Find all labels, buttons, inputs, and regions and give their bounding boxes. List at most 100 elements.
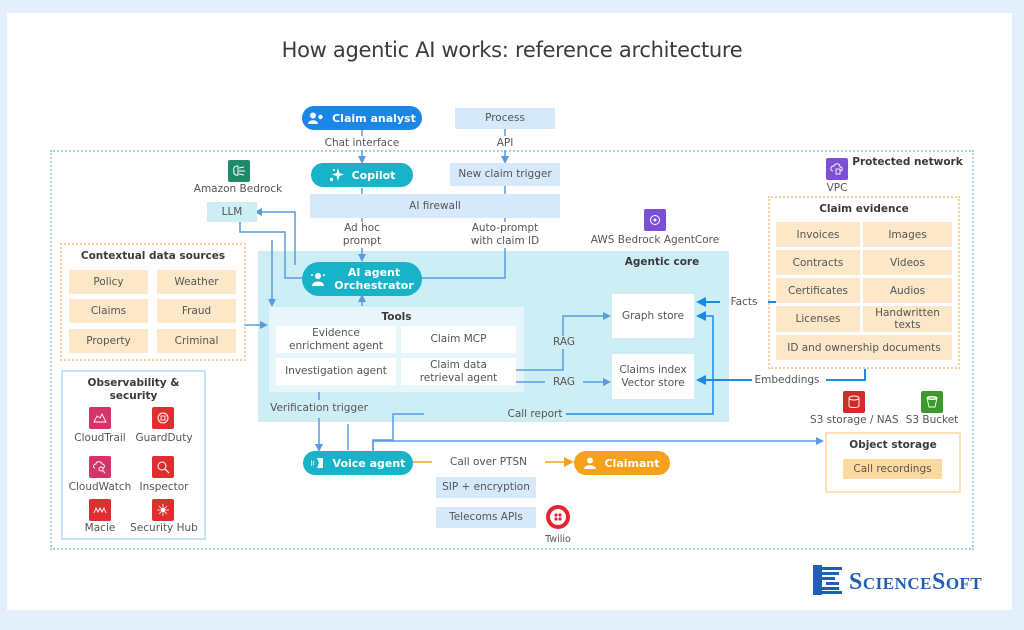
context-item-weather[interactable]: Weather — [157, 270, 236, 294]
macie-label: Macie — [84, 522, 116, 534]
twilio-icon — [546, 505, 570, 529]
sip-label: SIP + encryption — [442, 481, 530, 493]
evidence-item-label: ID and ownership documents — [787, 341, 941, 354]
agentcore-label: AWS Bedrock AgentCore — [590, 234, 720, 246]
voice-agent-pill[interactable]: Voice agent — [303, 451, 413, 475]
evidence-item-audios[interactable]: Audios — [863, 278, 952, 303]
llm-box[interactable]: LLM — [207, 202, 257, 222]
vector-store-label: Vector store — [621, 376, 685, 389]
call-over-ptsn-label: Call over PTSN — [450, 456, 527, 468]
evidence-item-label: Videos — [890, 256, 925, 269]
embeddings-label: Embeddings — [754, 374, 820, 386]
evidence-item-label: Contracts — [792, 256, 844, 269]
context-item-property[interactable]: Property — [69, 329, 148, 353]
tool-claim-mcp[interactable]: Claim MCP — [401, 326, 516, 353]
context-item-fraud[interactable]: Fraud — [157, 299, 236, 323]
evidence-item-videos[interactable]: Videos — [863, 250, 952, 275]
amazon-bedrock-icon — [228, 160, 250, 182]
tool-label: Investigation agent — [285, 365, 387, 377]
protected-network-label: Protected network — [852, 156, 963, 168]
object-storage-title: Object storage — [849, 439, 937, 451]
ad-hoc-line2: prompt — [342, 235, 382, 247]
new-claim-trigger-label: New claim trigger — [458, 168, 552, 180]
telecoms-apis-box[interactable]: Telecoms APIs — [436, 507, 536, 528]
evidence-item-label: Handwritten — [875, 307, 940, 319]
chat-interface-label: Chat interface — [324, 137, 400, 149]
guardduty-icon — [152, 407, 174, 429]
context-item-label: Policy — [93, 276, 124, 288]
contextual-title: Contextual data sources — [80, 250, 226, 262]
vpc-label: VPC — [826, 182, 848, 194]
tool-label: enrichment agent — [289, 339, 383, 352]
claimant-pill[interactable]: Claimant — [574, 451, 670, 475]
sip-encryption-box[interactable]: SIP + encryption — [436, 477, 536, 498]
security-hub-label: Security Hub — [130, 522, 198, 534]
context-item-claims[interactable]: Claims — [69, 299, 148, 323]
new-claim-trigger-box[interactable]: New claim trigger — [450, 163, 560, 186]
call-recordings-box[interactable]: Call recordings — [843, 459, 942, 479]
evidence-item-invoices[interactable]: Invoices — [776, 222, 860, 247]
inspector-icon — [152, 456, 174, 478]
tool-label: Claim data — [430, 358, 487, 371]
tool-investigation-agent[interactable]: Investigation agent — [276, 358, 396, 385]
voice-icon — [310, 457, 325, 469]
copilot-pill[interactable]: Copilot — [311, 163, 413, 187]
evidence-item-label: Certificates — [787, 284, 848, 297]
orchestrator-line2: Orchestrator — [334, 279, 414, 292]
auto-prompt-line1: Auto-prompt — [471, 222, 539, 234]
context-item-label: Weather — [174, 276, 219, 288]
process-box[interactable]: Process — [455, 108, 555, 129]
claim-analyst-label: Claim analyst — [332, 111, 416, 125]
call-recordings-label: Call recordings — [853, 463, 932, 475]
telecoms-label: Telecoms APIs — [449, 511, 523, 523]
observability-title-line2: security — [109, 390, 158, 402]
context-item-label: Property — [86, 335, 131, 347]
tool-label: Claim MCP — [430, 333, 487, 345]
amazon-bedrock-label: Amazon Bedrock — [193, 183, 283, 195]
context-item-label: Claims — [90, 305, 127, 317]
context-item-criminal[interactable]: Criminal — [157, 329, 236, 353]
claim-analyst-pill[interactable]: Claim analyst — [302, 106, 422, 130]
ai-firewall-bar[interactable]: AI firewall — [310, 194, 560, 218]
process-label: Process — [485, 112, 525, 124]
inspector-label: Inspector — [139, 481, 189, 493]
evidence-item-certificates[interactable]: Certificates — [776, 278, 860, 303]
cloudtrail-label: CloudTrail — [74, 432, 126, 444]
sciencesoft-wordmark: ScienceSoft — [849, 568, 983, 595]
sciencesoft-logo: ScienceSoft — [813, 565, 982, 599]
call-report-label: Call report — [504, 408, 566, 421]
auto-prompt-line2: with claim ID — [470, 235, 540, 247]
cloudwatch-icon — [89, 456, 111, 478]
claim-evidence-title: Claim evidence — [819, 203, 909, 215]
sparkle-icon — [329, 168, 344, 182]
s3-bucket-icon — [921, 391, 943, 413]
contextual-data-sources-group — [60, 243, 246, 361]
ai-firewall-label: AI firewall — [409, 199, 461, 212]
evidence-item-licenses[interactable]: Licenses — [776, 306, 860, 332]
s3-nas-label: S3 storage / NAS — [810, 414, 899, 426]
claimant-label: Claimant — [604, 456, 660, 470]
evidence-item-images[interactable]: Images — [863, 222, 952, 247]
context-item-label: Fraud — [181, 305, 212, 317]
graph-store[interactable]: Graph store — [612, 294, 694, 338]
context-item-policy[interactable]: Policy — [69, 270, 148, 294]
tools-title: Tools — [381, 311, 412, 323]
agentic-core-title: Agentic core — [624, 256, 700, 268]
sciencesoft-logo-icon — [813, 565, 843, 599]
cloudtrail-icon — [89, 407, 111, 429]
orchestrator-line1: AI agent — [347, 266, 401, 279]
evidence-item-contracts[interactable]: Contracts — [776, 250, 860, 275]
evidence-item-id-ownership[interactable]: ID and ownership documents — [776, 335, 952, 360]
vpc-icon — [826, 158, 848, 180]
graph-store-label: Graph store — [621, 309, 685, 322]
s3-storage-icon — [843, 391, 865, 413]
evidence-item-label: Invoices — [796, 228, 840, 241]
evidence-item-label: texts — [894, 319, 921, 331]
rag-label-vector: RAG — [550, 376, 578, 389]
